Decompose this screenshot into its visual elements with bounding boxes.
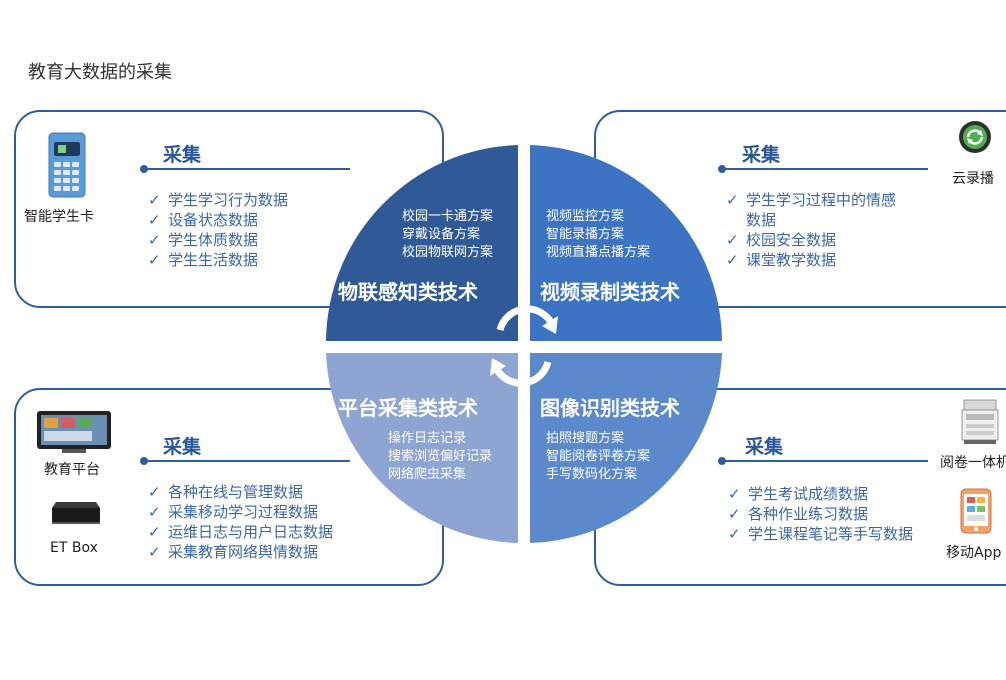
device-label-grading-machine: 阅卷一体机 <box>940 455 1006 471</box>
collect-heading: 采集 <box>745 436 784 458</box>
collect-list-iot: ✓学生学习行为数据 ✓设备状态数据 ✓学生体质数据 ✓学生生活数据 <box>148 190 288 270</box>
check-icon: ✓ <box>148 483 161 501</box>
quadrant-iot <box>326 145 518 341</box>
device-label-student-card: 智能学生卡 <box>24 209 94 225</box>
quadrant-title-iot: 物联感知类技术 <box>338 280 478 304</box>
collect-heading: 采集 <box>163 436 202 458</box>
collect-list-video: ✓学生学习过程中的情感 数据 ✓校园安全数据 ✓课堂教学数据 <box>726 190 896 270</box>
collect-heading: 采集 <box>163 144 202 166</box>
device-label-cloud-recording: 云录播 <box>952 171 994 187</box>
collect-list-platform: ✓各种在线与管理数据 ✓采集移动学习过程数据 ✓运维日志与用户日志数据 ✓采集教… <box>148 482 333 562</box>
heading-rule <box>718 457 928 465</box>
quadrant-item: 拍照搜题方案 <box>546 431 625 446</box>
quadrant-item: 操作日志记录 <box>388 431 467 446</box>
quadrant-list-image: 拍照搜题方案 智能阅卷评卷方案 手写数码化方案 <box>546 430 650 484</box>
collect-list-image: ✓学生考试成绩数据 ✓各种作业练习数据 ✓学生课程笔记等手写数据 <box>728 484 913 544</box>
device-label-et-box: ET Box <box>50 540 98 556</box>
device-label-mobile-app: 移动App <box>946 545 1002 561</box>
quadrant-item: 校园一卡通方案 <box>402 209 494 224</box>
list-item: ✓学生学习过程中的情感 <box>726 191 897 209</box>
check-icon: ✓ <box>726 231 739 249</box>
list-item: ✓学生生活数据 <box>148 251 259 269</box>
list-item: ✓学生课程笔记等手写数据 <box>728 525 914 543</box>
quadrant-platform <box>326 353 518 543</box>
list-item: ✓设备状态数据 <box>148 211 259 229</box>
quadrant-item: 智能阅卷评卷方案 <box>546 449 651 464</box>
check-icon: ✓ <box>728 505 741 523</box>
quadrant-title-video: 视频录制类技术 <box>540 280 680 304</box>
list-item: ✓采集教育网络舆情数据 <box>148 543 319 561</box>
quadrant-item: 视频监控方案 <box>546 209 625 224</box>
mobile-app-icon <box>960 488 992 538</box>
list-item: ✓学生体质数据 <box>148 231 259 249</box>
heading-rule <box>140 457 350 465</box>
check-icon: ✓ <box>726 191 739 209</box>
device-label-education-platform: 教育平台 <box>44 462 100 478</box>
student-card-icon <box>48 132 86 202</box>
quadrant-item: 视频直播点播方案 <box>546 245 651 260</box>
heading-rule <box>140 165 350 173</box>
quadrant-image <box>530 353 722 543</box>
education-platform-icon <box>36 410 112 458</box>
list-item: ✓各种在线与管理数据 <box>148 483 304 501</box>
cloud-recording-icon <box>958 120 992 158</box>
et-box-icon <box>50 498 102 530</box>
quadrant-video <box>530 145 722 341</box>
heading-rule <box>718 165 928 173</box>
quadrant-item: 穿戴设备方案 <box>402 227 481 242</box>
quadrant-list-video: 视频监控方案 智能录播方案 视频直播点播方案 <box>546 208 650 262</box>
page-title: 教育大数据的采集 <box>28 62 172 83</box>
check-icon: ✓ <box>148 543 161 561</box>
quadrant-title-image: 图像识别类技术 <box>540 396 680 420</box>
grading-machine-icon <box>960 398 1000 450</box>
check-icon: ✓ <box>148 231 161 249</box>
check-icon: ✓ <box>728 485 741 503</box>
check-icon: ✓ <box>148 211 161 229</box>
cycle-arrows-icon <box>492 305 556 387</box>
list-item: 数据 <box>746 211 777 229</box>
list-item: ✓采集移动学习过程数据 <box>148 503 319 521</box>
quadrant-item: 网络爬虫采集 <box>388 467 467 482</box>
list-item: ✓课堂教学数据 <box>726 251 837 269</box>
quadrant-title-platform: 平台采集类技术 <box>338 396 478 420</box>
quadrant-item: 搜索浏览偏好记录 <box>388 449 493 464</box>
quadrant-item: 智能录播方案 <box>546 227 625 242</box>
check-icon: ✓ <box>728 525 741 543</box>
list-item: ✓各种作业练习数据 <box>728 505 869 523</box>
check-icon: ✓ <box>148 503 161 521</box>
list-item: ✓运维日志与用户日志数据 <box>148 523 334 541</box>
list-item: ✓校园安全数据 <box>726 231 837 249</box>
collect-heading: 采集 <box>742 144 781 166</box>
check-icon: ✓ <box>148 523 161 541</box>
quadrant-item: 校园物联网方案 <box>402 245 494 260</box>
check-icon: ✓ <box>726 251 739 269</box>
quadrant-list-iot: 校园一卡通方案 穿戴设备方案 校园物联网方案 <box>402 208 493 262</box>
list-item: ✓学生考试成绩数据 <box>728 485 869 503</box>
quadrant-list-platform: 操作日志记录 搜索浏览偏好记录 网络爬虫采集 <box>388 430 492 484</box>
check-icon: ✓ <box>148 251 161 269</box>
quadrant-item: 手写数码化方案 <box>546 467 638 482</box>
check-icon: ✓ <box>148 191 161 209</box>
list-item: ✓学生学习行为数据 <box>148 191 289 209</box>
